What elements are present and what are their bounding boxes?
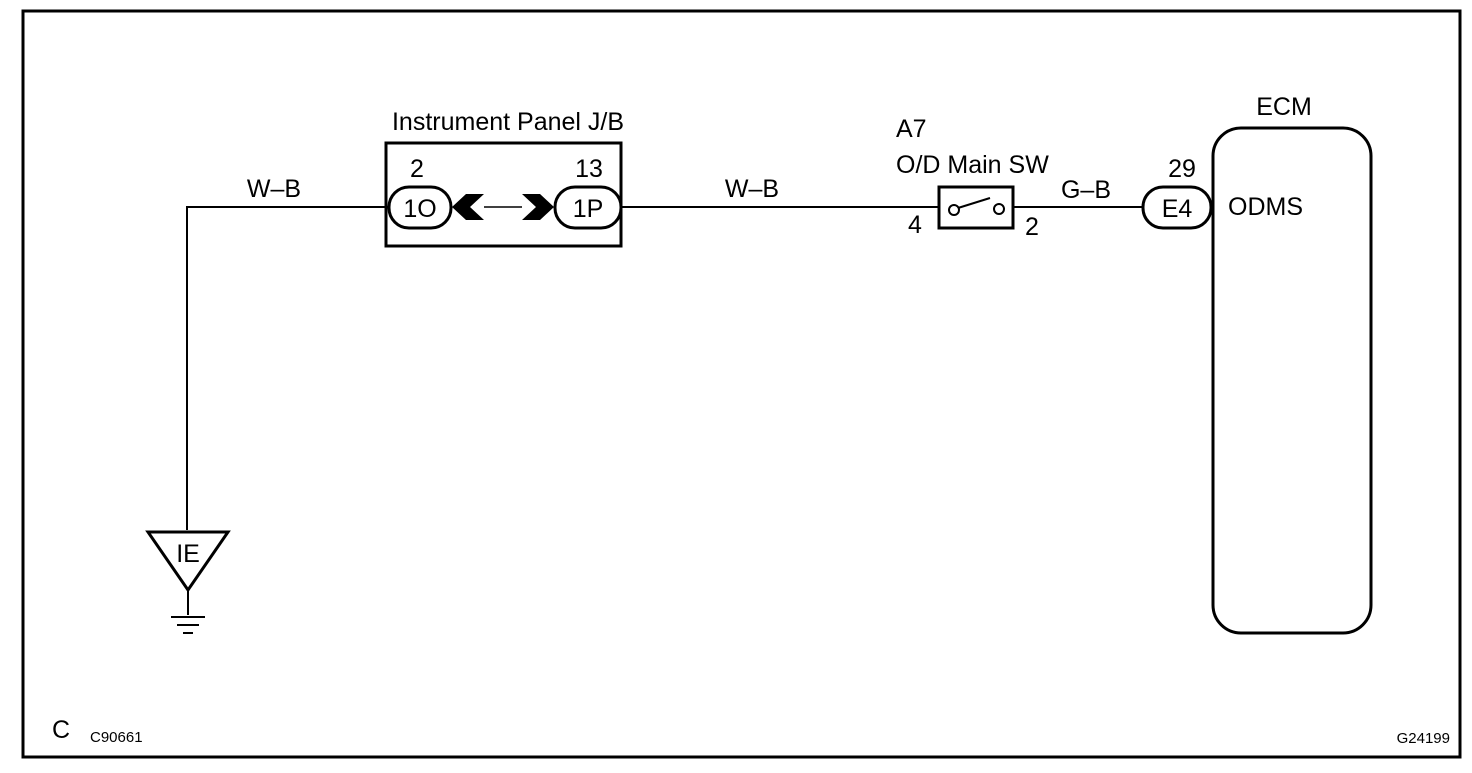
- connector-1p-label: 1P: [573, 195, 604, 223]
- connector-e4-label: E4: [1162, 195, 1193, 223]
- jb-internal-arrow-right-icon: [522, 194, 554, 220]
- switch-contact-left: [948, 204, 960, 216]
- connector-e4: [1141, 185, 1213, 230]
- junction-block-box: [384, 141, 623, 248]
- connector-1o-label: 1O: [403, 195, 436, 223]
- wire-color-jb-to-switch: W–B: [725, 175, 779, 203]
- switch-lever-icon: [957, 197, 991, 209]
- figure-code-left: C90661: [90, 729, 143, 746]
- ground-point-symbol: [145, 530, 231, 593]
- wire-color-ground-to-jb: W–B: [247, 175, 301, 203]
- jb-internal-arrow-left-icon: [452, 194, 484, 220]
- ecm-title: ECM: [1256, 93, 1312, 121]
- switch-id: A7: [896, 115, 927, 143]
- junction-block-right-pin: 13: [575, 155, 603, 183]
- figure-code-right: G24199: [1397, 730, 1450, 747]
- wire-ground-to-jb: [186, 206, 390, 530]
- wire-color-switch-to-ecm: G–B: [1061, 176, 1111, 204]
- ecm-pin: 29: [1168, 155, 1196, 183]
- switch-contact-right: [993, 203, 1005, 215]
- junction-block-title: Instrument Panel J/B: [392, 108, 624, 136]
- ground-point-label: IE: [176, 540, 200, 568]
- diagram-frame: [21, 9, 1462, 759]
- section-letter: C: [52, 716, 70, 744]
- junction-block-left-pin: 2: [410, 155, 424, 183]
- ground-icon: [171, 616, 205, 634]
- switch-pin-out: 2: [1025, 213, 1039, 241]
- ecm-terminal-name: ODMS: [1228, 193, 1303, 221]
- connector-1o: [387, 185, 453, 230]
- ecm-box: [1211, 126, 1373, 635]
- switch-pin-in: 4: [908, 211, 922, 239]
- switch-name: O/D Main SW: [896, 151, 1049, 179]
